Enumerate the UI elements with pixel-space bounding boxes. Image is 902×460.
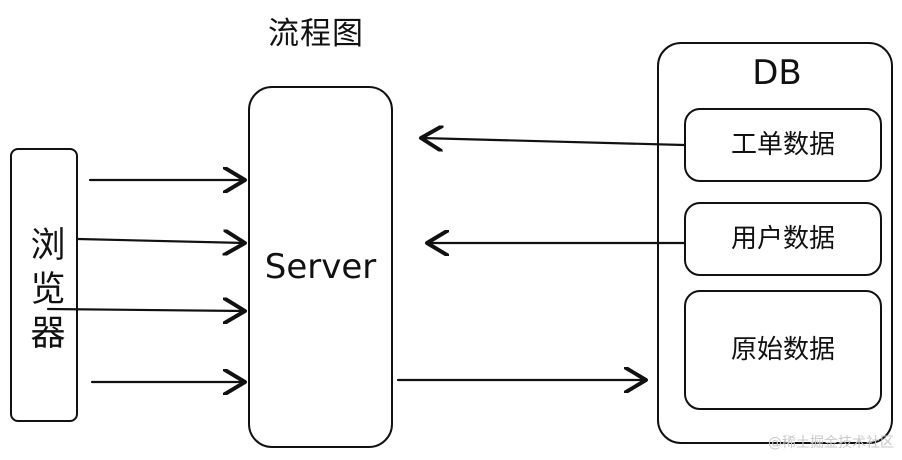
work-order-data-label: 工单数据 (730, 130, 835, 160)
server-label: Server (264, 247, 377, 287)
browser-box (10, 148, 78, 422)
user-data-box: 用户数据 (684, 202, 882, 276)
browser-to-server-arrow-2 (76, 239, 245, 243)
browser-label: 浏览器 (30, 226, 66, 354)
raw-data-label: 原始数据 (730, 335, 835, 365)
db-label: DB (752, 53, 802, 93)
user-data-label: 用户数据 (730, 224, 835, 254)
diagram-title: 流程图 (268, 16, 364, 52)
work-order-data-to-server-arrow (421, 138, 686, 145)
browser-to-server-arrow-3 (46, 309, 245, 311)
server-box (248, 86, 393, 448)
raw-data-box: 原始数据 (684, 290, 882, 410)
watermark: @稀土掘金技术社区 (768, 435, 894, 451)
